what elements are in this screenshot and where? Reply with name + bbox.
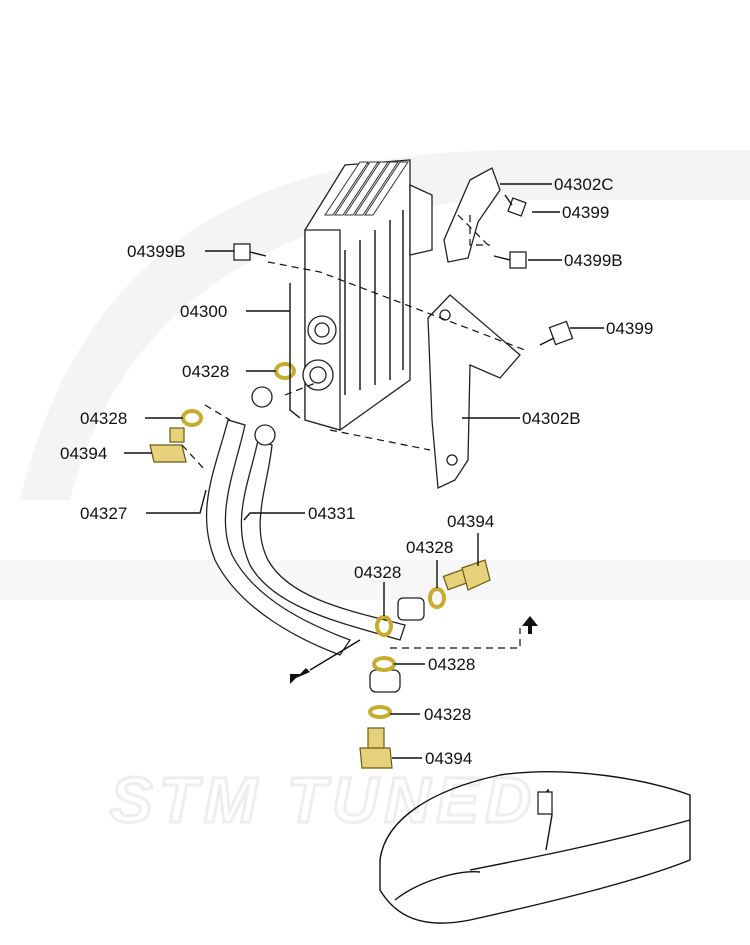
label-04394-b: 04394	[447, 512, 494, 531]
label-04331: 04331	[308, 504, 355, 523]
bolt-04399B-right	[493, 251, 527, 269]
washer-04328-d	[375, 615, 393, 637]
label-04399B-right: 04399B	[564, 251, 623, 270]
leader-lines	[124, 183, 604, 759]
label-04328-c: 04328	[406, 538, 453, 557]
background-swoosh	[0, 150, 750, 600]
washer-04328-c	[428, 587, 446, 609]
bolt-04399B-left	[233, 243, 267, 261]
label-04302B: 04302B	[522, 409, 581, 428]
oil-cooler-hoses	[205, 386, 425, 693]
bracket-04302B	[427, 294, 521, 489]
watermark-text: STM TUNED	[110, 764, 537, 836]
label-04394-c: 04394	[425, 749, 472, 768]
banjo-bolt-04394-c	[359, 727, 393, 769]
washer-04328-a	[274, 362, 296, 380]
washer-04328-b	[181, 409, 203, 427]
label-04399B-left: 04399B	[127, 242, 186, 261]
label-04328-b: 04328	[80, 409, 127, 428]
label-04300: 04300	[180, 302, 227, 321]
arrow-up-icon	[522, 616, 538, 634]
label-04328-d: 04328	[354, 563, 401, 582]
bracket-04302C	[443, 167, 501, 263]
arrow-down-left-icon	[290, 668, 310, 684]
label-04327: 04327	[80, 504, 127, 523]
label-04394-a: 04394	[60, 444, 107, 463]
oil-cooler-core	[302, 159, 433, 431]
washer-04328-f	[368, 705, 392, 719]
bolt-04399-top	[504, 194, 527, 217]
label-04302C: 04302C	[554, 175, 614, 194]
car-silhouette	[379, 771, 691, 924]
banjo-bolt-04394-a	[149, 427, 187, 463]
bolt-04399-mid	[539, 320, 574, 346]
cooler-fins	[324, 161, 409, 395]
label-04328-a: 04328	[182, 362, 229, 381]
label-04399-top: 04399	[562, 203, 609, 222]
label-04399-mid: 04399	[606, 319, 653, 338]
washer-04328-e	[372, 656, 396, 672]
label-04328-e: 04328	[428, 655, 475, 674]
label-04328-f: 04328	[424, 705, 471, 724]
